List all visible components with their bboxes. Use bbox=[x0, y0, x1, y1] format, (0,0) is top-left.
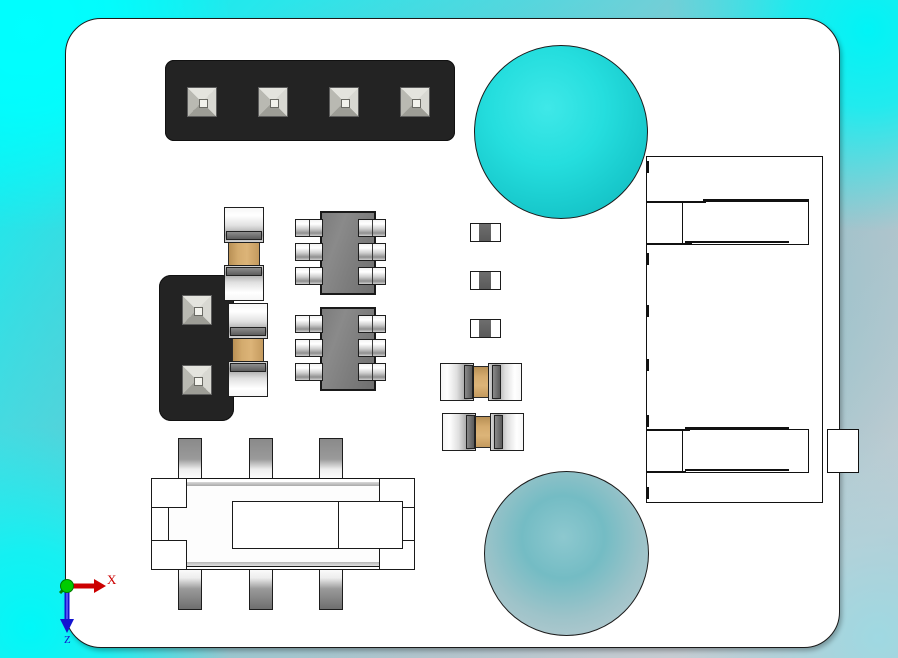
connector-tick bbox=[646, 487, 649, 499]
smd-chip-3[interactable] bbox=[470, 319, 501, 338]
resistor-band-top bbox=[226, 231, 262, 240]
connector-slot bbox=[682, 201, 809, 245]
resistor-v2[interactable] bbox=[228, 303, 268, 397]
connector-tick bbox=[646, 161, 649, 173]
connector-tick bbox=[646, 305, 649, 317]
connector-tick bbox=[646, 415, 649, 427]
resistor-band-left bbox=[464, 365, 473, 399]
connector-edge-line bbox=[685, 469, 789, 472]
header-4pin[interactable] bbox=[165, 60, 455, 141]
header-2pin[interactable] bbox=[159, 275, 234, 421]
header-pin[interactable] bbox=[182, 365, 212, 395]
ic-lead bbox=[295, 363, 323, 381]
switch-actuator-plate[interactable] bbox=[232, 501, 341, 549]
header-pin[interactable] bbox=[400, 87, 430, 117]
connector-edge-line bbox=[685, 241, 789, 244]
ic-lead bbox=[295, 219, 323, 237]
connector-edge-line bbox=[646, 471, 686, 473]
header-pin[interactable] bbox=[258, 87, 288, 117]
smd-chip-2[interactable] bbox=[470, 271, 501, 290]
axis-z-arrowhead bbox=[60, 619, 74, 633]
resistor-h1[interactable] bbox=[440, 363, 522, 401]
ic-lead bbox=[295, 339, 323, 357]
switch-body bbox=[151, 478, 415, 570]
connector-side-tab bbox=[827, 429, 859, 473]
smd-chip-center bbox=[479, 224, 491, 241]
triad-origin-ball bbox=[60, 579, 74, 593]
resistor-band-left bbox=[466, 415, 475, 449]
ic-soic6-lower[interactable] bbox=[295, 307, 386, 391]
resistor-band-bottom bbox=[226, 267, 262, 276]
resistor-band-right bbox=[492, 365, 501, 399]
smd-chip-1[interactable] bbox=[470, 223, 501, 242]
connector-edge-line bbox=[646, 243, 692, 245]
axis-x-arrowhead bbox=[94, 579, 106, 593]
axis-z-label: Z bbox=[64, 634, 71, 645]
switch-actuator-plate-secondary[interactable] bbox=[338, 501, 403, 549]
switch-lead bbox=[249, 438, 273, 482]
connector-edge-line bbox=[685, 427, 789, 430]
pcb-board[interactable] bbox=[65, 18, 859, 648]
switch-lead bbox=[319, 566, 343, 610]
ic-lead bbox=[358, 363, 386, 381]
ic-lead bbox=[295, 315, 323, 333]
ic-lead bbox=[358, 339, 386, 357]
resistor-band-right bbox=[494, 415, 503, 449]
connector-tick bbox=[646, 253, 649, 265]
smd-chip-center bbox=[479, 320, 491, 337]
header-pin[interactable] bbox=[187, 87, 217, 117]
triad-svg: X Z bbox=[58, 575, 117, 645]
connector-tick bbox=[646, 359, 649, 371]
ic-lead bbox=[295, 267, 323, 285]
edge-connector-outline[interactable] bbox=[646, 156, 859, 503]
axis-x-label: X bbox=[107, 575, 117, 587]
switch-lead bbox=[249, 566, 273, 610]
switch-lead bbox=[178, 438, 202, 482]
coordinate-triad[interactable]: X Z bbox=[56, 575, 126, 645]
connector-edge-line bbox=[646, 201, 706, 203]
header-pin[interactable] bbox=[329, 87, 359, 117]
switch-lead bbox=[319, 438, 343, 482]
ic-soic6-upper[interactable] bbox=[295, 211, 386, 295]
connector-edge-line bbox=[703, 199, 809, 202]
mounting-hole-bottom bbox=[484, 471, 649, 636]
switch-lead bbox=[178, 566, 202, 610]
ic-lead bbox=[358, 315, 386, 333]
switch-corner-notch bbox=[151, 540, 187, 570]
connector-edge-line bbox=[646, 429, 690, 431]
resistor-v1[interactable] bbox=[224, 207, 264, 301]
switch-corner-notch bbox=[151, 478, 187, 508]
ic-lead bbox=[295, 243, 323, 261]
ic-lead bbox=[358, 267, 386, 285]
slide-switch[interactable] bbox=[151, 438, 415, 610]
smd-chip-center bbox=[479, 272, 491, 289]
connector-slot bbox=[682, 429, 809, 473]
switch-top-bar bbox=[170, 482, 394, 486]
resistor-band-top bbox=[230, 327, 266, 336]
resistor-h2[interactable] bbox=[442, 413, 524, 451]
header-pin[interactable] bbox=[182, 295, 212, 325]
mounting-hole-top bbox=[474, 45, 648, 219]
switch-bottom-bar bbox=[170, 562, 394, 566]
resistor-band-bottom bbox=[230, 363, 266, 372]
ic-lead bbox=[358, 243, 386, 261]
ic-lead bbox=[358, 219, 386, 237]
